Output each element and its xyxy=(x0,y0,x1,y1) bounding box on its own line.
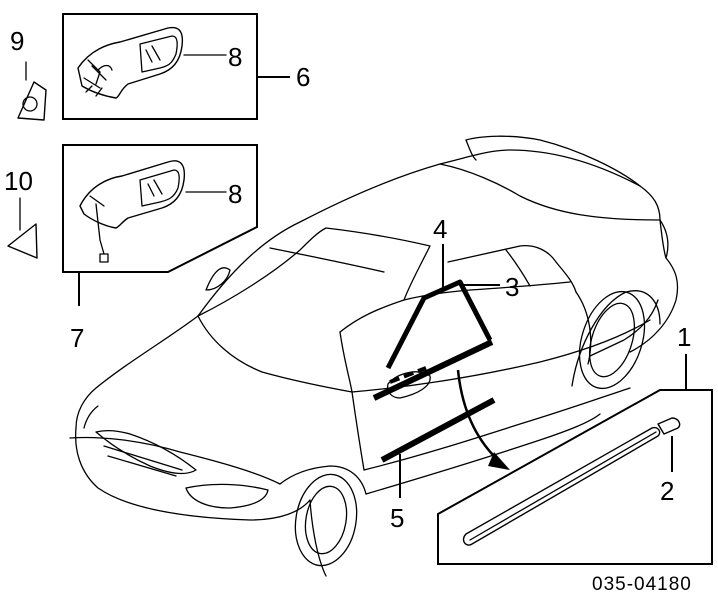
callout-6: 6 xyxy=(296,62,310,92)
callout-2: 2 xyxy=(660,476,674,506)
mirror-box-7 xyxy=(62,144,258,306)
callout-3: 3 xyxy=(505,272,519,302)
mirror-box-6 xyxy=(62,13,290,120)
callout-5: 5 xyxy=(390,503,404,533)
mirror-cover-part xyxy=(7,197,38,259)
side-molding-box xyxy=(437,354,713,565)
car-illustration xyxy=(69,135,679,577)
callout-7: 7 xyxy=(70,323,84,353)
diagram-code: 035-04180 xyxy=(592,574,692,595)
callout-8-bottom: 8 xyxy=(228,179,242,209)
callout-1: 1 xyxy=(677,322,691,352)
callout-8-top: 8 xyxy=(228,42,242,72)
callout-9: 9 xyxy=(10,26,24,56)
mirror-cover-inner-part xyxy=(17,61,47,121)
arrow-to-molding xyxy=(456,369,510,470)
callout-10: 10 xyxy=(4,166,33,196)
callout-4: 4 xyxy=(433,214,447,244)
